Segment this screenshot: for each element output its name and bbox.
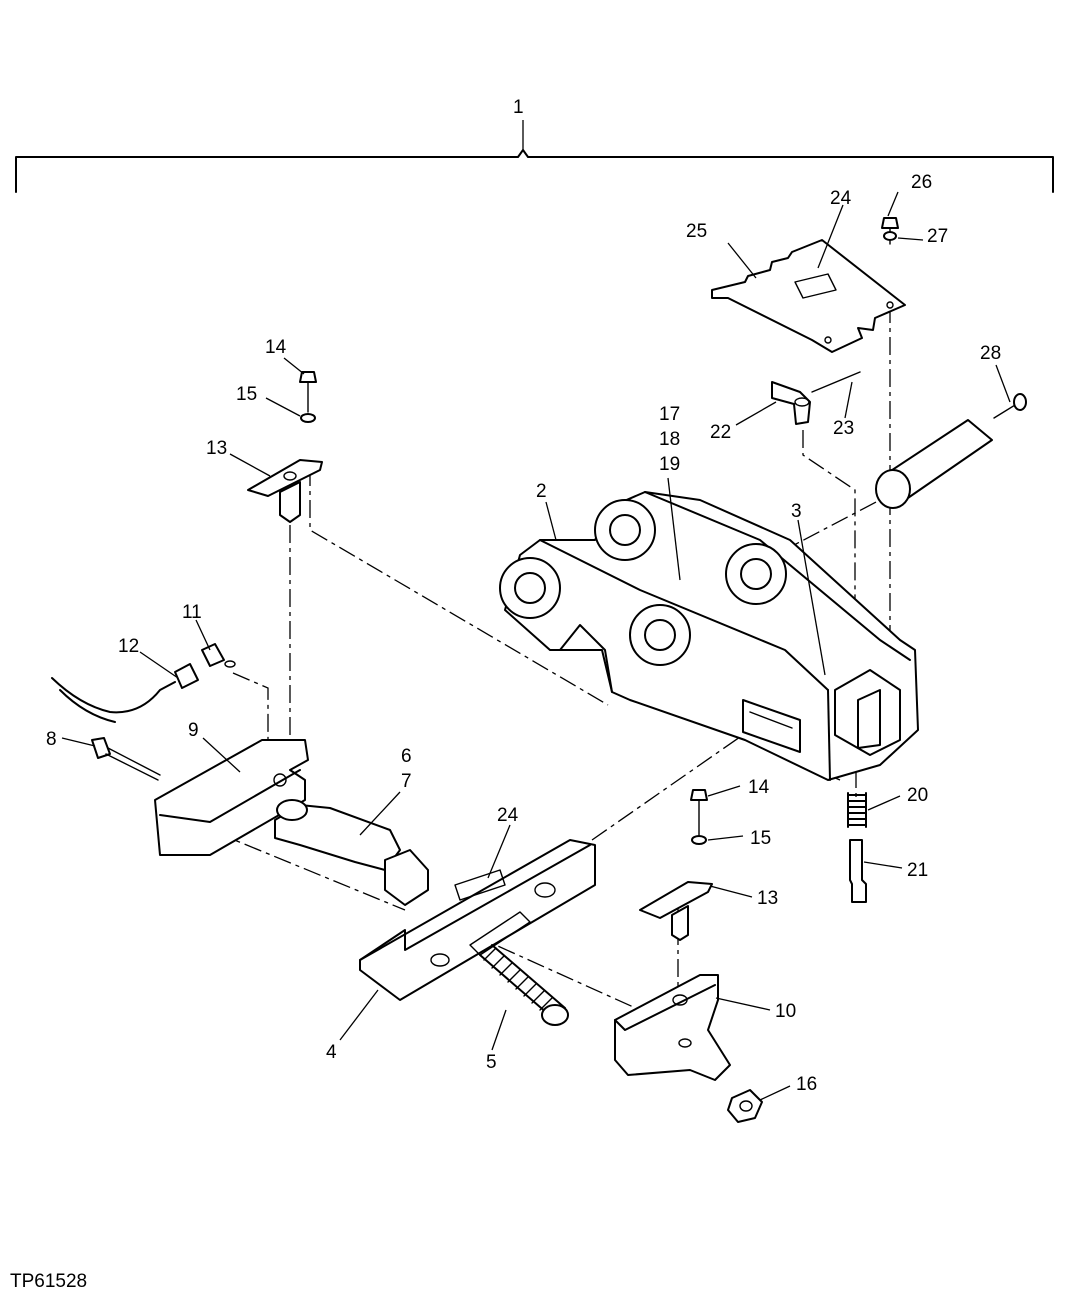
- callout-26: 26: [911, 172, 932, 193]
- callout-14-upper: 14: [265, 337, 287, 358]
- cover-plate: [711, 239, 906, 353]
- callout-15-lower: 15: [750, 828, 771, 849]
- spring-5: [479, 944, 569, 1026]
- long-bolt: [91, 737, 161, 781]
- slider-4: [359, 839, 596, 1001]
- assembly-bracket: [15, 120, 1054, 193]
- callout-17: 17: [659, 404, 680, 425]
- callout-5: 5: [486, 1052, 497, 1073]
- callout-7: 7: [401, 771, 412, 792]
- callout-11: 11: [182, 602, 202, 623]
- callout-labels: 1 2 3 4 5 6 7 8 9 10 11 12 13 13 14 14 1…: [46, 97, 1001, 1095]
- callout-8: 8: [46, 729, 57, 750]
- nut-16: [727, 1089, 763, 1123]
- callout-10: 10: [775, 1001, 796, 1022]
- callout-18: 18: [659, 429, 680, 450]
- upper-left-plate: [247, 371, 323, 523]
- callout-25: 25: [686, 221, 707, 242]
- lock-pin: [771, 371, 861, 425]
- callout-4: 4: [326, 1042, 337, 1063]
- callout-16: 16: [796, 1074, 817, 1095]
- bracket-10: [614, 974, 731, 1081]
- callout-21: 21: [907, 860, 928, 881]
- callout-9: 9: [188, 720, 199, 741]
- hydraulic-hose: [51, 643, 236, 723]
- figure-id: TP61528: [10, 1271, 87, 1292]
- callout-28: 28: [980, 343, 1001, 364]
- callout-27: 27: [927, 226, 948, 247]
- callout-15-upper: 15: [236, 384, 257, 405]
- bolt-26: [881, 217, 899, 245]
- callout-24-upper: 24: [830, 188, 852, 209]
- callout-22: 22: [710, 422, 731, 443]
- callout-14-lower: 14: [748, 777, 770, 798]
- callout-23: 23: [833, 418, 854, 439]
- callout-12: 12: [118, 636, 139, 657]
- callout-24-lower: 24: [497, 805, 519, 826]
- callout-6: 6: [401, 746, 412, 767]
- main-frame: [499, 491, 919, 781]
- callout-20: 20: [907, 785, 928, 806]
- callout-2: 2: [536, 481, 547, 502]
- callout-13-upper: 13: [206, 438, 227, 459]
- bracket-9: [154, 739, 309, 856]
- leader-lines: [61, 191, 1011, 1101]
- pivot-pin: [875, 393, 1027, 509]
- callout-1: 1: [513, 97, 524, 118]
- lower-right-plate: [639, 789, 713, 941]
- callout-3: 3: [791, 501, 802, 522]
- callout-13-lower: 13: [757, 888, 778, 909]
- callout-19: 19: [659, 454, 680, 475]
- spring-and-pin: [847, 792, 867, 903]
- hydraulic-cylinder: [274, 799, 429, 906]
